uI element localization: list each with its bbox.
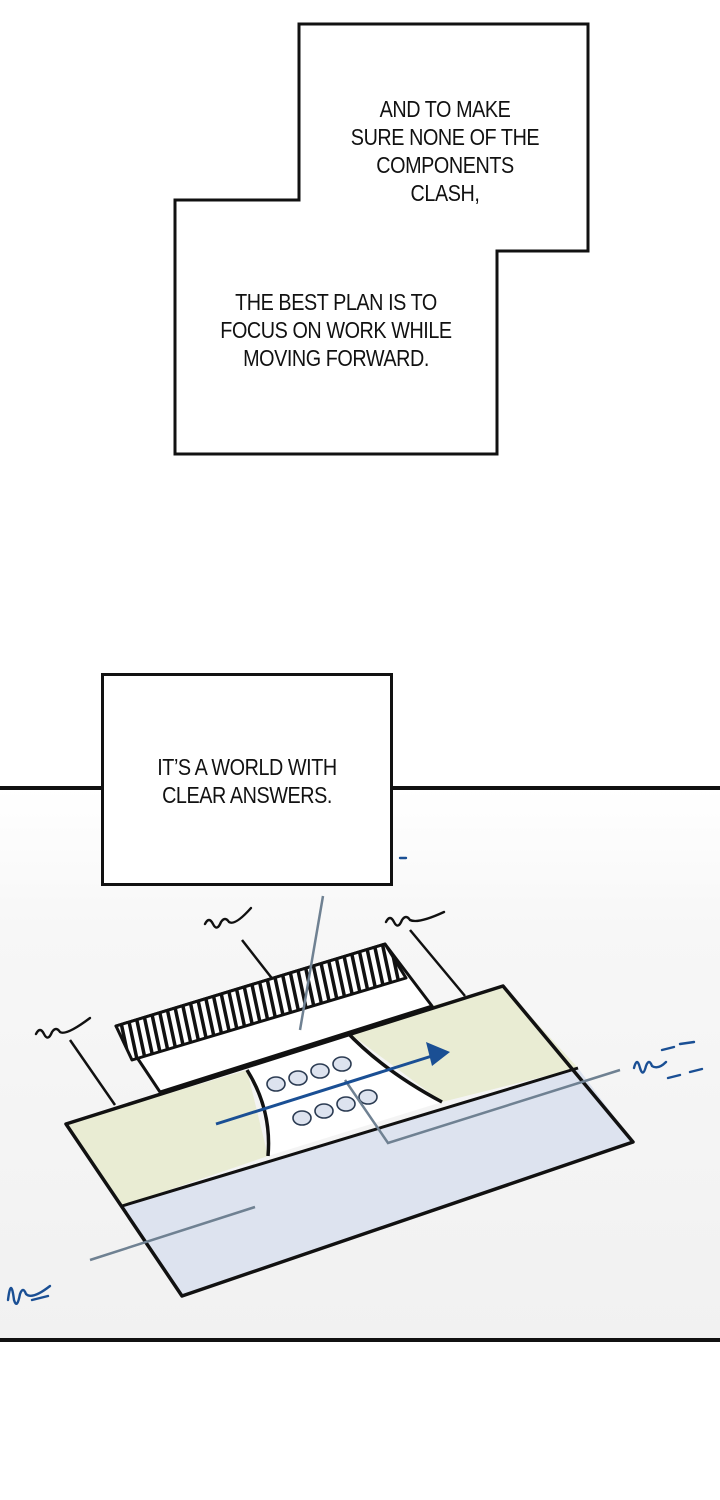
bottom-caption-box — [101, 673, 393, 886]
guide-line-left — [89, 1205, 256, 1262]
direction-arrow-shaft — [215, 1054, 433, 1126]
leader-line-right — [409, 929, 466, 997]
slab-green-left — [66, 1070, 268, 1206]
component-circles — [266, 1056, 378, 1126]
leader-line-left — [68, 1039, 117, 1106]
striped-vent — [114, 942, 408, 1062]
guide-line-right — [343, 1068, 621, 1145]
guide-line-vertical — [298, 895, 325, 1031]
caption-clear-answers: IT’S A WORLD WITH CLEAR ANSWERS. — [157, 754, 337, 808]
caption-components-clash: AND TO MAKE SURE NONE OF THE COMPONENTS … — [350, 96, 540, 206]
caption-best-plan: THE BEST PLAN IS TO FOCUS ON WORK WHILE … — [220, 289, 452, 371]
slab-center-lens — [247, 1030, 442, 1156]
lens-left-curve — [245, 1069, 271, 1157]
slab-blue-area — [122, 1068, 633, 1296]
slab-outline — [64, 984, 635, 1298]
slab-divider — [121, 1066, 579, 1208]
arrow-right-icon — [426, 1042, 450, 1066]
handwritten-scribble-icon — [6, 856, 704, 1306]
lens-right-curve — [343, 1028, 443, 1104]
